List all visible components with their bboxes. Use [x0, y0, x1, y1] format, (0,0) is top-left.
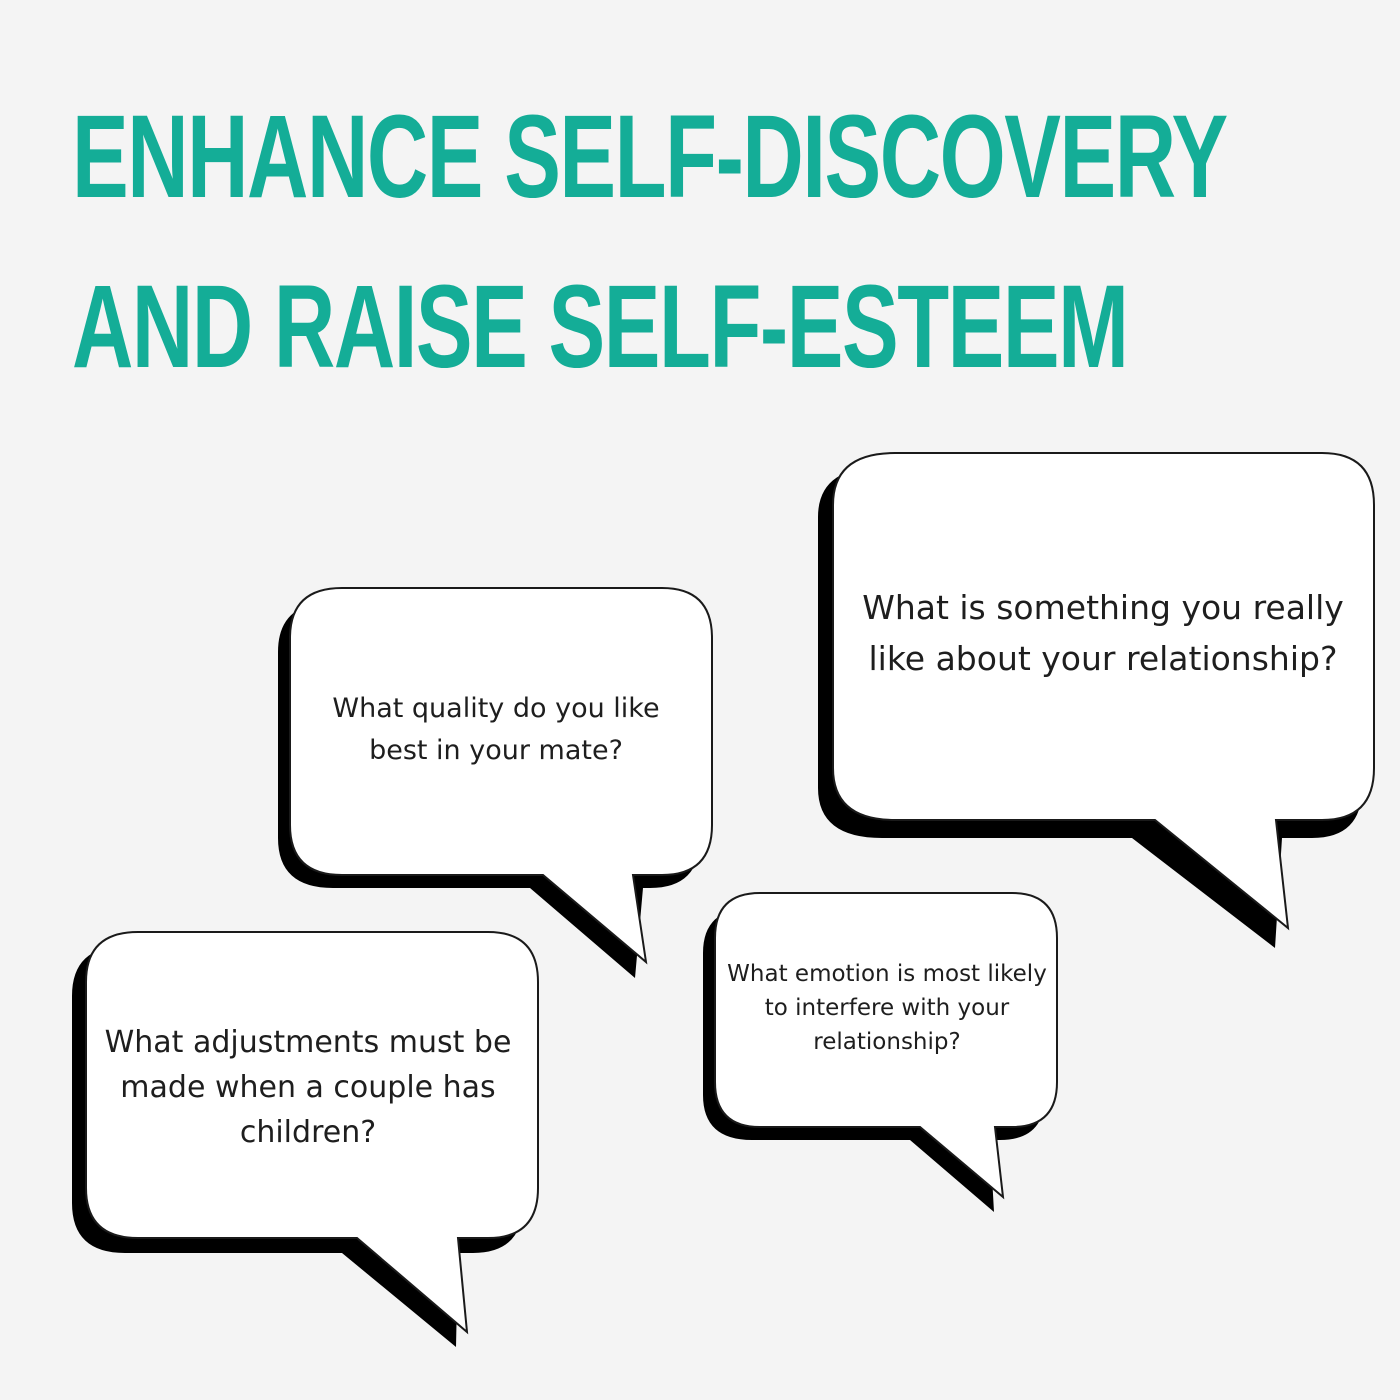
title-line-2: AND RAISE SELF-ESTEEM [72, 261, 1129, 393]
speech-bubble-text-adjustments-children: What adjustments must be made when a cou… [104, 1025, 512, 1150]
speech-bubble-text-quality-mate: What quality do you like best in your ma… [332, 693, 660, 766]
speech-bubble-body-3 [85, 931, 539, 1335]
speech-bubble-bodies [85, 452, 1375, 1335]
speech-bubble-body-4 [714, 892, 1058, 1200]
speech-bubble-body-1 [832, 452, 1375, 931]
speech-bubble-text-relationship-like: What is something you really like about … [862, 588, 1344, 678]
speech-bubble-text-emotion-interfere: What emotion is most likely to interfere… [727, 961, 1047, 1055]
speech-bubble-body-2 [289, 587, 713, 965]
